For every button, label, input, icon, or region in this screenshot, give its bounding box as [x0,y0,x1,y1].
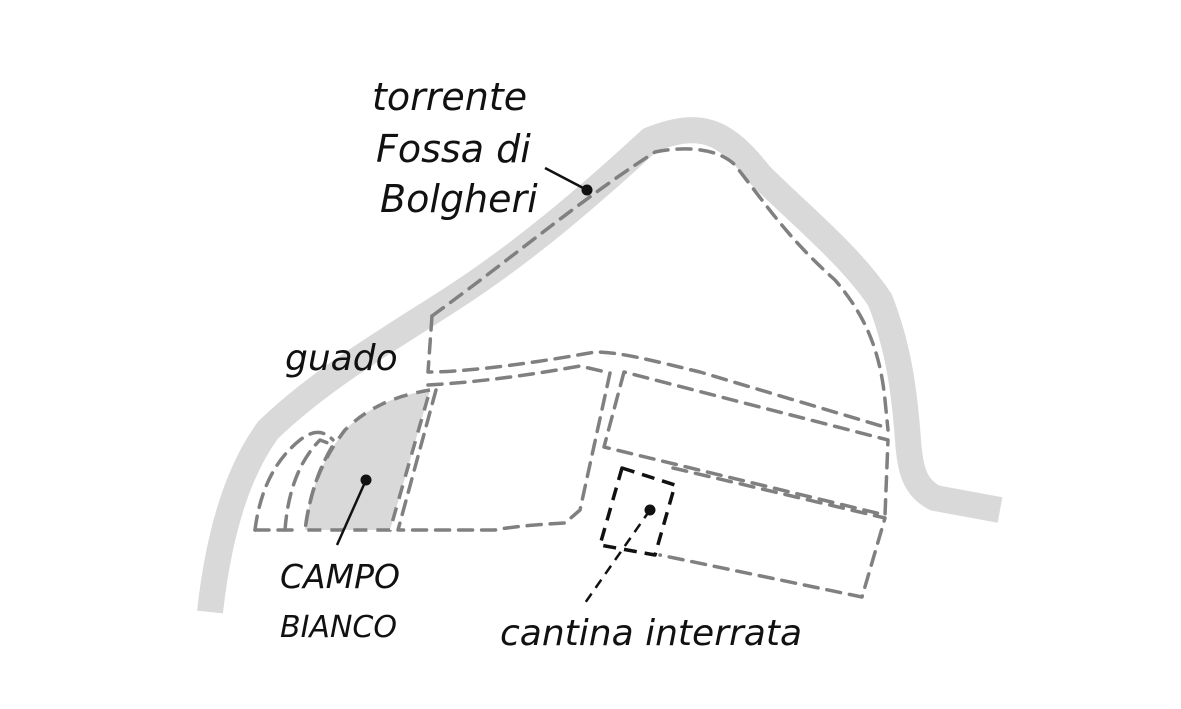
lane-boundary [398,364,612,532]
cellar-leader-line [583,509,652,604]
stream-river [197,117,1003,614]
cantina-interrata-outline [598,466,677,557]
stream-leader-line [544,166,588,192]
stream-marker [581,184,593,196]
plot-small-left-outer [253,430,335,532]
plot-lower-right [658,466,887,599]
property-boundary [430,147,890,432]
ford-label: guado [285,338,398,379]
field-marker [360,474,372,486]
cellar-marker [644,504,656,516]
field-label-line2: BIANCO [280,610,397,645]
plot-small-left-inner [283,438,335,532]
plot-upper-left [426,314,890,430]
stream-label-line3: Bolgheri [380,177,538,221]
stream-label-line2: Fossa di [376,127,531,171]
field-label-line1: CAMPO [280,557,400,596]
plot-right-center [602,370,890,517]
stream-label-line1: torrente [372,75,527,119]
plot-middle [396,388,438,532]
field-leader-line [335,479,368,546]
cellar-label: cantina interrata [500,613,802,654]
